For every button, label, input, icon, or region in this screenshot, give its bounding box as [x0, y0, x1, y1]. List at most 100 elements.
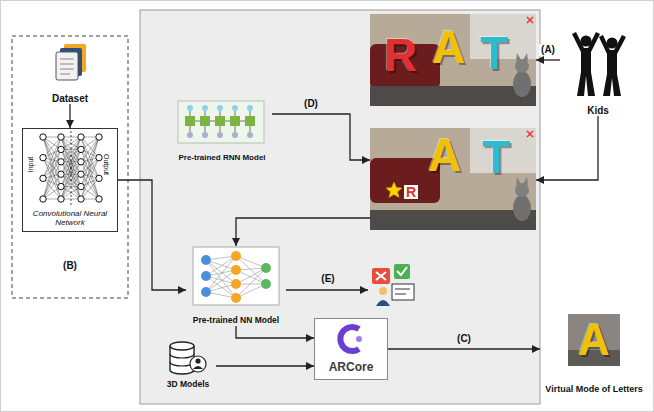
rnn-model: Pre-trained RNN Model: [172, 100, 272, 162]
illustration-shape: [376, 300, 390, 306]
3d-models-icon: 3D Models: [160, 340, 216, 390]
illustration-shape: [200, 116, 210, 126]
illustration-shape: [217, 132, 223, 138]
illustration-shape: [386, 182, 402, 198]
kids-icon: Kids: [560, 32, 636, 116]
illustration-shape: [205, 126, 206, 132]
illustration-shape: [392, 284, 414, 300]
illustration-shape: [523, 53, 528, 61]
ar-screenshot: AT R: [370, 128, 536, 230]
dataset-icon: Dataset: [38, 42, 102, 104]
node-caption: ARCore: [329, 361, 374, 375]
illustration-shape: [78, 134, 84, 140]
illustration-shape: [193, 247, 279, 305]
ar-letter: R: [404, 185, 418, 199]
illustration-shape: [235, 111, 236, 116]
illustration-shape: [201, 255, 211, 265]
illustration-shape: [201, 271, 211, 281]
flow-arrow: [216, 365, 314, 366]
illustration-shape: [527, 17, 533, 23]
ar-letter: A: [432, 24, 465, 70]
node-caption: Pre-trained RNN Model: [178, 153, 265, 162]
illustration-shape: [515, 59, 529, 73]
illustration-shape: [523, 177, 528, 185]
illustration-shape: [568, 314, 620, 366]
illustration-shape: [397, 267, 407, 275]
illustration-shape: [186, 246, 286, 308]
illustration-shape: [195, 121, 200, 122]
illustration-shape: [376, 272, 386, 280]
illustration-shape: [78, 183, 84, 189]
illustration-shape: [170, 342, 194, 350]
illustration-shape: [225, 121, 230, 122]
illustration-shape: [217, 105, 223, 111]
illustration-shape: [261, 279, 271, 289]
training-dashed-box: [12, 36, 128, 298]
illustration-shape: [235, 126, 236, 132]
illustration-shape: [187, 105, 193, 111]
illustration-shape: [187, 132, 193, 138]
illustration-shape: [230, 116, 240, 126]
illustration-shape: [43, 137, 61, 199]
illustration-shape: [172, 100, 272, 146]
flow-arrow: [388, 348, 540, 349]
illustration-shape: [58, 183, 64, 189]
step-label: (C): [455, 333, 473, 345]
illustration-shape: [190, 356, 206, 372]
illustration-shape: [205, 111, 206, 116]
virtual-letter: AVirtual Mode of Letters: [540, 314, 648, 394]
illustration-shape: [372, 268, 390, 284]
illustration-shape: [178, 101, 264, 143]
illustration-shape: [201, 287, 211, 297]
step-label: (B): [61, 260, 79, 272]
illustration-shape: [40, 175, 46, 181]
illustration-shape: [58, 196, 64, 202]
illustration-shape: [58, 159, 64, 165]
axis-text: Output: [103, 154, 110, 175]
axis-text: Input: [27, 157, 34, 173]
illustration-shape: [516, 53, 521, 61]
illustration-shape: [43, 137, 61, 199]
illustration-shape: [40, 196, 46, 202]
illustration-shape: [78, 171, 84, 177]
illustration-shape: [96, 134, 102, 140]
ar-screenshot: RAT: [370, 14, 536, 106]
illustration-shape: [515, 183, 529, 197]
illustration-shape: [215, 116, 225, 126]
illustration-shape: [96, 154, 102, 160]
illustration-shape: [193, 366, 203, 369]
illustration-shape: [315, 319, 387, 359]
illustration-shape: [245, 116, 255, 126]
step-label: (D): [302, 98, 320, 110]
illustration-shape: [376, 272, 386, 280]
illustration-shape: [370, 128, 536, 230]
illustration-shape: [60, 69, 74, 70]
illustration-shape: [78, 196, 84, 202]
illustration-shape: [38, 42, 102, 84]
illustration-shape: [527, 17, 533, 23]
ar-letter: T: [482, 134, 510, 180]
illustration-shape: [185, 116, 195, 126]
illustration-shape: [572, 32, 600, 96]
illustration-shape: [206, 270, 236, 292]
illustration-shape: [247, 132, 253, 138]
ar-letter: A: [578, 318, 610, 362]
illustration-shape: [250, 126, 251, 132]
illustration-shape: [231, 265, 241, 275]
flow-arrow: [272, 114, 370, 160]
illustration-shape: [190, 126, 191, 132]
evaluation-arrow: [286, 289, 368, 290]
illustration-shape: [247, 105, 253, 111]
ar-letter: R: [384, 32, 417, 78]
illustration-shape: [40, 134, 46, 140]
illustration-shape: [231, 293, 241, 303]
illustration-shape: [195, 358, 200, 363]
node-caption: Pre-trained NN Model: [193, 316, 279, 326]
illustration-shape: [394, 264, 410, 279]
illustration-shape: [190, 111, 191, 116]
ar-letter: A: [428, 132, 461, 178]
illustration-shape: [60, 74, 70, 75]
flow-arrow: [69, 104, 70, 128]
node-caption: 3D Models: [167, 380, 210, 390]
